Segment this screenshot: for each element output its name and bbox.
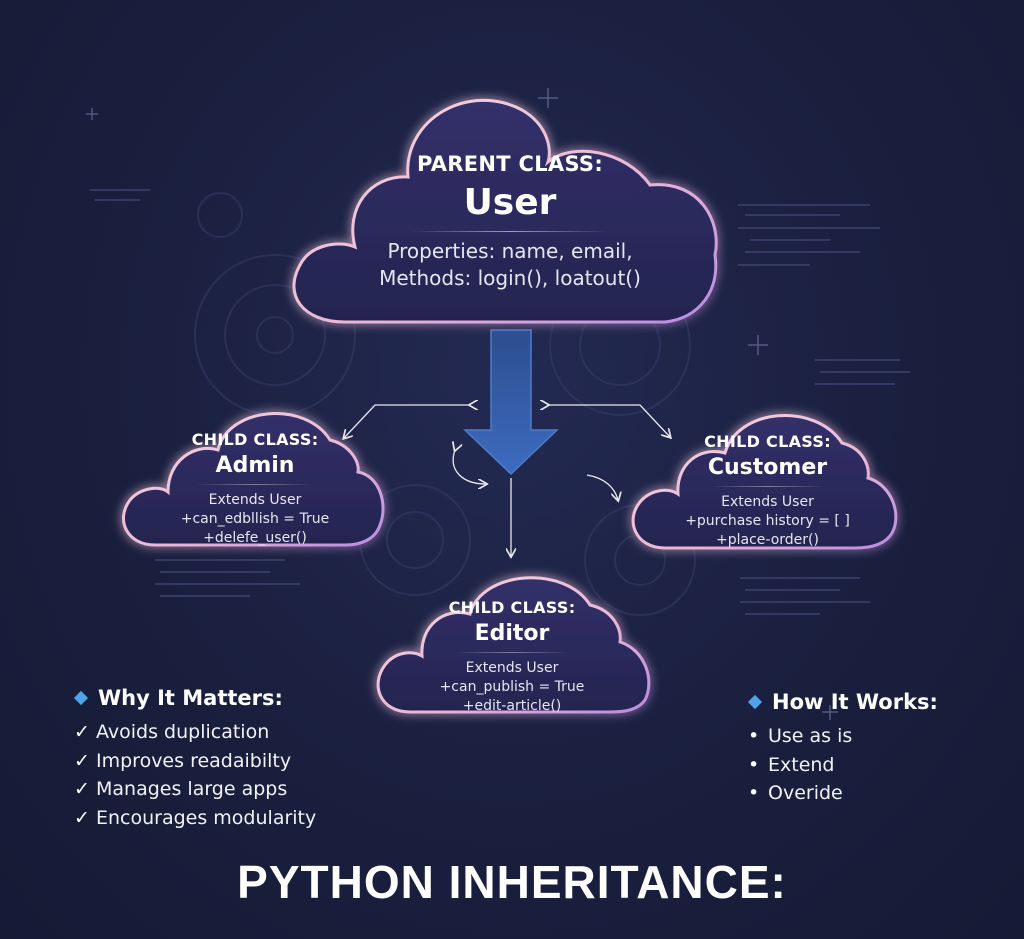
list-item: • Extend (748, 751, 938, 780)
why-it-matters-heading: Why It Matters: (73, 686, 316, 710)
check-icon: ✓ (74, 778, 90, 800)
list-item-label: Avoids duplication (96, 721, 270, 743)
check-icon: ✓ (74, 806, 90, 829)
parent-class-name: User (463, 182, 557, 223)
editor-class-box: CHILD CLASS: Editor Extends User +can_pu… (382, 598, 642, 716)
list-item-label: Use as is (768, 725, 853, 747)
list-item-label: Manages large apps (96, 778, 288, 800)
how-it-works-title: How It Works: (772, 690, 938, 714)
background-code-lines (90, 189, 910, 615)
admin-divider (195, 484, 315, 485)
admin-kicker: CHILD CLASS: (191, 430, 319, 449)
editor-cloud (376, 576, 651, 714)
parent-methods-line: Methods: login(), loatout() (379, 266, 641, 290)
customer-class-box: CHILD CLASS: Customer Extends User +purc… (645, 432, 890, 550)
parent-properties-line: Properties: name, email, (387, 239, 633, 263)
editor-divider (452, 652, 572, 653)
customer-class-name: Customer (707, 455, 828, 480)
parent-class-kicker: PARENT CLASS: (416, 152, 604, 176)
why-it-matters-title: Why It Matters: (98, 686, 283, 710)
admin-line-2: +can_edbllish = True (180, 511, 330, 527)
customer-line-1: Extends User (721, 494, 814, 510)
customer-cloud (631, 414, 898, 550)
editor-kicker: CHILD CLASS: (448, 598, 576, 617)
page-title: PYTHON INHERITANCE: (237, 856, 787, 908)
parent-divider (410, 231, 610, 232)
admin-line-3: +delefe_user() (203, 530, 307, 546)
list-item-label: Encourages modularity (96, 806, 317, 829)
list-item: • Overide (748, 779, 938, 808)
parent-class-box: PARENT CLASS: User Properties: name, ema… (310, 152, 710, 292)
list-item: ✓ Encourages modularity (74, 804, 316, 833)
bullet-icon: • (748, 725, 760, 747)
list-item: ✓ Manages large apps (74, 775, 316, 804)
customer-line-3: +place-order() (716, 532, 819, 548)
list-item-label: Extend (768, 753, 835, 776)
list-item-label: Improves readaibilty (96, 749, 292, 772)
how-it-works-list: • Use as is • Extend • Overide (748, 722, 938, 808)
inheritance-arrow (463, 329, 559, 476)
admin-class-box: CHILD CLASS: Admin Extends User +can_edb… (135, 430, 375, 548)
list-item: ✓ Avoids duplication (74, 718, 316, 747)
diamond-icon (73, 690, 89, 706)
customer-divider (707, 486, 828, 487)
admin-cloud (122, 412, 385, 547)
how-it-works-heading: How It Works: (747, 690, 938, 714)
admin-class-name: Admin (215, 453, 295, 478)
editor-line-3: +edit-article() (462, 698, 562, 714)
check-icon: ✓ (74, 721, 90, 743)
sparkle-decorations (86, 88, 838, 720)
customer-kicker: CHILD CLASS: (704, 432, 831, 451)
editor-line-1: Extends User (465, 660, 559, 676)
editor-class-name: Editor (474, 621, 550, 646)
customer-line-2: +purchase history = [ ] (685, 513, 850, 529)
why-it-matters-list: ✓ Avoids duplication ✓ Improves readaibilt… (74, 718, 316, 832)
connector-arrows (344, 405, 670, 556)
check-icon: ✓ (74, 749, 90, 772)
list-item: • Use as is (748, 722, 938, 751)
editor-line-2: +can_publish = True (439, 679, 585, 695)
why-it-matters-panel: Why It Matters: ✓ Avoids duplication ✓ Imp… (73, 686, 316, 832)
admin-line-1: Extends User (208, 492, 302, 508)
how-it-works-panel: How It Works: • Use as is • Extend • Overid… (747, 690, 938, 808)
list-item-label: Overide (768, 782, 843, 804)
bullet-icon: • (748, 782, 760, 804)
diamond-icon (747, 694, 763, 710)
bullet-icon: • (748, 753, 760, 776)
list-item: ✓ Improves readaibilty (74, 747, 316, 776)
parent-cloud (292, 98, 718, 324)
